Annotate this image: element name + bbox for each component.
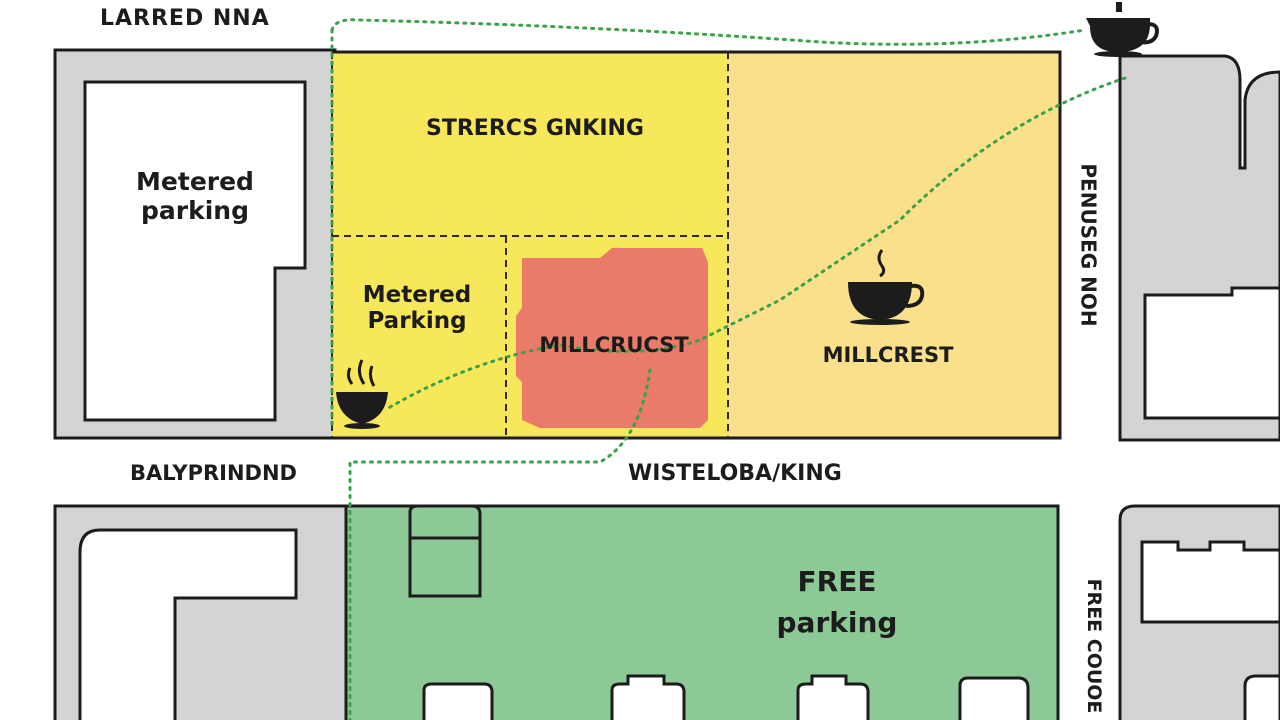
- building-footprint-top-left: [83, 80, 307, 422]
- zone-premium: [728, 52, 1060, 438]
- street-label-left: BALYPRINDND: [130, 461, 297, 485]
- zone-label-hotspot: MILLCRUCST: [539, 333, 689, 357]
- zone-label-millcrest: MILLCREST: [822, 343, 954, 367]
- map-title: LARRED NNA: [100, 6, 270, 31]
- zone-label-metered-inner-line2: Parking: [367, 308, 467, 335]
- zone-label-street-parking: STRERCS GNKING: [426, 116, 644, 141]
- building-footprint-bottom-right: [1140, 540, 1280, 624]
- bollards: [422, 674, 1030, 720]
- zone-hotspot: [516, 248, 708, 428]
- coffee-cup-icon-millcrest: [848, 249, 925, 325]
- building-footprint-bottom-left: [78, 528, 298, 720]
- zone-block-outline: [332, 50, 1062, 440]
- building-footprint-top-right: [1143, 286, 1280, 420]
- building-footprint-bottom-right-2: [1243, 674, 1280, 720]
- street-label-right-top: PENUSEG NOH: [1076, 163, 1101, 327]
- coffee-cup-icon-top-right: [1086, 2, 1159, 57]
- zone-label-metered-left-line1: Metered: [136, 167, 254, 196]
- zone-label-metered-left-line2: parking: [141, 195, 249, 225]
- parking-stall: [408, 504, 482, 598]
- street-label-center: WISTELOBA/KING: [628, 461, 842, 486]
- zone-label-free-line1: FREE: [797, 565, 877, 598]
- zone-label-free: FREE parking: [760, 562, 914, 643]
- street-label-right-bottom: FREE COUOE: [1082, 578, 1105, 714]
- zone-label-metered-inner-line1: Metered: [362, 282, 472, 308]
- zone-label-free-line2: parking: [776, 605, 898, 639]
- walking-route: [330, 18, 1127, 720]
- steaming-bowl-icon: [336, 359, 388, 429]
- zone-label-metered-left: Metered parking: [130, 167, 260, 226]
- zone-label-metered-inner: Metered Parking: [352, 282, 482, 335]
